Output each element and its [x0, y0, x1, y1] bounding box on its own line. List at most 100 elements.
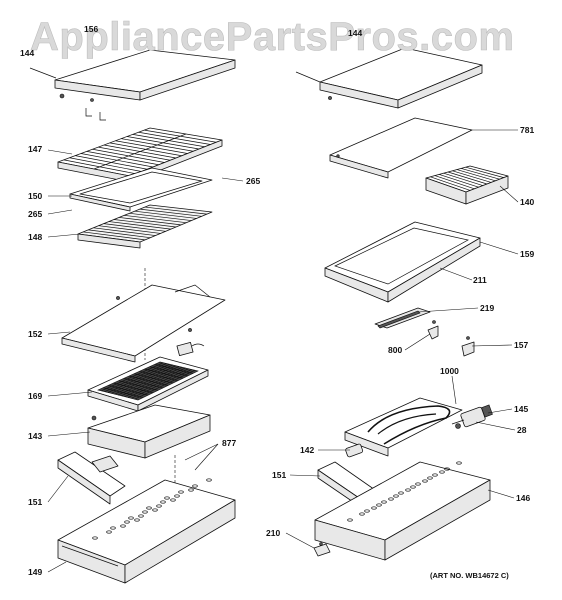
detail-line [154, 363, 194, 374]
callout-159: 159 [520, 249, 534, 259]
detail-line [439, 174, 479, 188]
drawer-hole [398, 491, 404, 495]
drawer-hole [410, 485, 416, 489]
drawer-hole [388, 497, 394, 501]
art-number: (ART NO. WB14672 C) [430, 571, 509, 580]
detail-line [108, 221, 171, 230]
drawer-bracket [313, 542, 331, 557]
watermark-text: AppliancePartsPros.com [30, 15, 515, 59]
detail-line [443, 172, 483, 186]
callout-877: 877 [222, 438, 236, 448]
griddle-plate [329, 117, 473, 179]
left-front-trim [57, 451, 126, 505]
bracket-clip [461, 336, 475, 357]
detail-line [103, 223, 166, 232]
mounting-clip [427, 320, 439, 340]
callout-144-left: 144 [20, 48, 34, 58]
detail-line [447, 171, 488, 185]
griddle-burner [344, 397, 463, 458]
drawer-hole [444, 467, 450, 471]
drawer-hole [164, 496, 170, 500]
callout-169: 169 [28, 391, 42, 401]
drawer-hole [178, 490, 184, 494]
detail-line [452, 170, 492, 183]
grease-trough [425, 165, 509, 205]
drawer-hole [188, 488, 194, 492]
detail-line [134, 369, 195, 400]
wire-connector [176, 341, 205, 357]
detail-line [144, 206, 207, 215]
drawer-hole [152, 508, 158, 512]
left-bottom-drawer [57, 455, 236, 584]
drawer-hole [138, 514, 144, 518]
drawer-hole [456, 461, 462, 465]
callout-147: 147 [28, 144, 42, 154]
drawer-hole [106, 530, 112, 534]
right-callouts: 144 781 140 159 211 219 800 157 1000 145… [266, 28, 534, 538]
leader-lines [47, 129, 519, 573]
detail-line [434, 175, 475, 190]
callout-145: 145 [514, 404, 528, 414]
drawer-hole [156, 504, 162, 508]
grill-grate [57, 127, 223, 183]
detail-line [83, 231, 146, 241]
drawer-hole [393, 494, 399, 498]
drawer-hole [110, 526, 116, 530]
drawer-hole [128, 516, 134, 520]
gas-valve [451, 404, 493, 429]
drawer-hole [124, 520, 130, 524]
callout-157: 157 [514, 340, 528, 350]
infrared-burner [87, 356, 209, 412]
drawer-hole [364, 509, 370, 513]
drawer-hole [160, 500, 166, 504]
callout-149: 149 [28, 567, 42, 577]
drawer-hole [347, 518, 353, 522]
drawer-hole [142, 510, 148, 514]
callout-156: 156 [84, 24, 98, 34]
detail-line [124, 215, 187, 224]
detail-line [139, 208, 202, 217]
drawer-hole [192, 484, 198, 488]
support-bracket [374, 307, 431, 329]
callout-148: 148 [28, 232, 42, 242]
callout-146: 146 [516, 493, 530, 503]
drawer-hole [206, 478, 212, 482]
drawer-hole [92, 536, 98, 540]
detail-line [465, 166, 504, 178]
drawer-hole [371, 506, 377, 510]
callout-265-upper: 265 [246, 176, 260, 186]
burner-pan [87, 404, 211, 459]
drawer-hole [174, 494, 180, 498]
callout-219: 219 [480, 303, 494, 313]
drawer-hole [170, 498, 176, 502]
callout-151-right: 151 [272, 470, 286, 480]
detail-line [134, 210, 197, 219]
callout-800: 800 [388, 345, 402, 355]
detail-line [93, 133, 187, 170]
grate-rack [77, 204, 213, 249]
callout-143: 143 [28, 431, 42, 441]
detail-line [129, 212, 192, 221]
callout-210: 210 [266, 528, 280, 538]
detail-line [131, 369, 192, 399]
callout-152: 152 [28, 329, 42, 339]
drawer-hole [120, 524, 126, 528]
drawer-hole [405, 488, 411, 492]
detail-line [461, 168, 500, 180]
drawer-hole [381, 500, 387, 504]
griddle-pan [324, 221, 481, 303]
callout-151-left: 151 [28, 497, 42, 507]
drawer-hole [422, 479, 428, 483]
callout-140: 140 [520, 197, 534, 207]
detail-line [88, 229, 151, 239]
drawer-hole [432, 473, 438, 477]
callout-150: 150 [28, 191, 42, 201]
detail-line [119, 217, 182, 226]
callout-781: 781 [520, 125, 534, 135]
detail-line [430, 176, 471, 191]
grate-frame [69, 167, 213, 212]
detail-line [93, 227, 156, 236]
drawer-hole [427, 476, 433, 480]
callout-1000: 1000 [440, 366, 459, 376]
